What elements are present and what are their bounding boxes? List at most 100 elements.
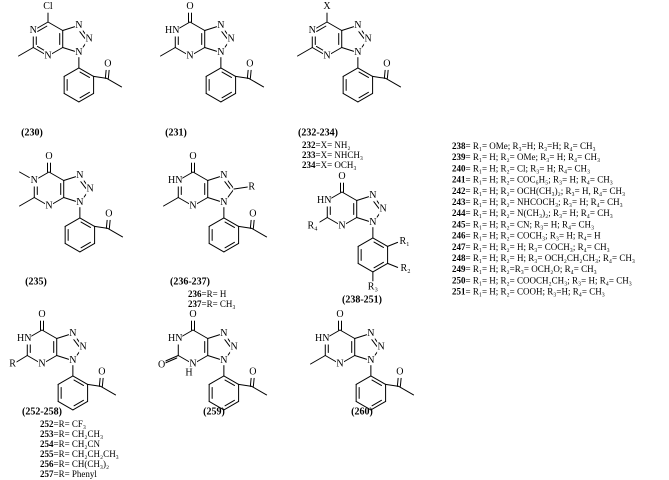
atom-n1h-bg xyxy=(317,194,332,207)
atom-n7: N xyxy=(76,170,83,181)
atom-acetyl-o-bg xyxy=(248,207,257,220)
bond-n1-c6-inner xyxy=(315,25,327,33)
bond-n1-c6-inner xyxy=(36,25,48,33)
atom-acetyl-o-bg xyxy=(382,57,391,70)
atom-acetyl-o-bg xyxy=(245,57,254,70)
bond-aryl-2-inner xyxy=(221,91,232,99)
definition-253: 253=R= CH₂CH₃ xyxy=(40,429,103,439)
definition-number: 234 xyxy=(302,160,316,170)
legend-number: 238 xyxy=(452,141,466,151)
atom-n7: N xyxy=(367,328,374,339)
bond-c2-r xyxy=(16,355,28,363)
bond-aryl-2 xyxy=(370,400,387,411)
bond-c2-methyl xyxy=(160,47,176,57)
bond-aryl-5 xyxy=(357,237,374,247)
bond-acetyl-methyl xyxy=(100,385,117,396)
legend-text: = R₁= H; R₂= COC₆H₅; R₃= H; R₄= CH₃ xyxy=(466,175,613,185)
atom-n7-bg xyxy=(368,189,377,202)
atom-n9-bg xyxy=(353,46,362,59)
bond-aryl-3 xyxy=(208,400,225,411)
atom-c2-r4: R₄ xyxy=(307,221,318,232)
definition-text: =R= CH₂CH₂CH₃ xyxy=(54,449,119,459)
bond-acetyl-methyl xyxy=(385,77,402,88)
atom-acetyl-o-bg xyxy=(104,207,113,220)
definition-number: 252 xyxy=(40,419,54,429)
atom-n3-bg xyxy=(38,358,46,370)
definition-number: 233 xyxy=(302,150,316,160)
bond-aryl-5 xyxy=(64,217,81,227)
atom-n9-bg xyxy=(75,196,84,209)
atom-n3-h-bg xyxy=(185,367,193,379)
atom-n1-bg xyxy=(29,24,38,37)
atom-n9: N xyxy=(75,47,82,58)
legend-number: 248 xyxy=(452,253,466,263)
atom-n3-bg xyxy=(186,50,194,62)
definition-233: 233=X= NHCH₃ xyxy=(302,150,363,160)
atom-n7-bg xyxy=(219,327,228,340)
atom-c2-r4-bg xyxy=(305,220,320,232)
atom-aryl-r3: R₃ xyxy=(368,281,378,292)
atom-n7: N xyxy=(217,20,224,31)
definition-236: 236=R= H xyxy=(188,289,227,299)
atom-n8-bg xyxy=(85,33,94,45)
atom-c6-substituent: Cl xyxy=(43,1,53,12)
legend-number: 242 xyxy=(452,186,466,196)
definition-text: =R= Phenyl xyxy=(54,469,98,479)
legend-row-245: 245= R₁= H; R₂= CN; R₃= H; R₄= CH₃ xyxy=(452,219,594,229)
compound-label: (238-251) xyxy=(342,295,382,306)
atom-n3-bg xyxy=(336,358,344,370)
atom-aryl-r2: R₂ xyxy=(401,263,411,274)
bond-aryl-0 xyxy=(372,237,389,247)
atom-c2-o: O xyxy=(158,360,165,371)
atom-n9: N xyxy=(367,355,374,366)
compound-label: (230) xyxy=(21,128,43,139)
atom-c8-r-bg xyxy=(247,181,256,193)
atom-c6-substituent: O xyxy=(336,309,343,320)
bond-aryl-carbonyl xyxy=(87,383,102,387)
atom-n3: N xyxy=(38,359,45,370)
definition-number: 254 xyxy=(40,439,54,449)
bond-aryl-0 xyxy=(79,217,96,227)
atom-n7: N xyxy=(220,170,227,181)
atom-n9: N xyxy=(217,47,224,58)
definition-number: 253 xyxy=(40,429,54,439)
legend-text: = R₁= H; R₂= H; R₃= OCH₂CH₂CH₃; R₄= CH₃ xyxy=(466,253,636,263)
bond-c2-methyl xyxy=(19,197,35,207)
atom-n8-bg xyxy=(364,33,373,45)
atom-acetyl-o-bg xyxy=(97,365,106,378)
atom-c6-substituent: O xyxy=(338,171,345,182)
bond-c6-c5 xyxy=(41,329,58,339)
definition-text: =R= H xyxy=(202,289,227,299)
bond-c6-c5 xyxy=(189,21,206,31)
atom-n9: N xyxy=(220,197,227,208)
atom-n9: N xyxy=(69,355,76,366)
atom-n1-bg xyxy=(30,174,39,187)
bond-n1-methyl xyxy=(19,171,30,178)
atom-n1h-bg xyxy=(168,332,183,345)
atom-n7: N xyxy=(69,328,76,339)
bond-aryl-2 xyxy=(223,242,240,253)
bond-aryl-5 xyxy=(205,67,222,77)
legend-row-240: 240= R₁= H; R₂= Cl; R₃= H; R₄= CH₃ xyxy=(452,163,590,173)
bond-aryl-3 xyxy=(205,92,222,103)
legend-row-239: 239= R₁= H; R₂= OMe; R₃= H; R₄= CH₃ xyxy=(452,152,600,162)
atom-c6-substituent-bg xyxy=(41,0,55,13)
legend-number: 251 xyxy=(452,287,466,297)
legend-row-242: 242= R₁= H; R₂= OCH(CH₃)₂; R₃= H, R₄= CH… xyxy=(452,186,625,196)
atom-n7-bg xyxy=(74,19,83,32)
legend-row-247: 247= R₁= H; R₂= H; R₃= COCH₃; R₄= CH₃ xyxy=(452,242,610,252)
bond-aryl-3 xyxy=(208,242,225,253)
bond-aryl-2-inner xyxy=(358,91,369,99)
legend-text: = R₁= OMe; R₃=H; R₃=H; R₄= CH₃ xyxy=(466,141,596,151)
bond-acetyl-methyl xyxy=(251,385,268,396)
bond-aryl-3 xyxy=(357,262,374,273)
definition-text: =R= CH₃ xyxy=(202,299,236,309)
legend-text: = R₁= H; R₂= COCH₃; R₃= H; R₄= H xyxy=(466,231,602,241)
atom-n8: N xyxy=(86,184,93,195)
atom-n8: N xyxy=(379,204,386,215)
atom-n8: N xyxy=(79,342,86,353)
atom-n7: N xyxy=(369,190,376,201)
